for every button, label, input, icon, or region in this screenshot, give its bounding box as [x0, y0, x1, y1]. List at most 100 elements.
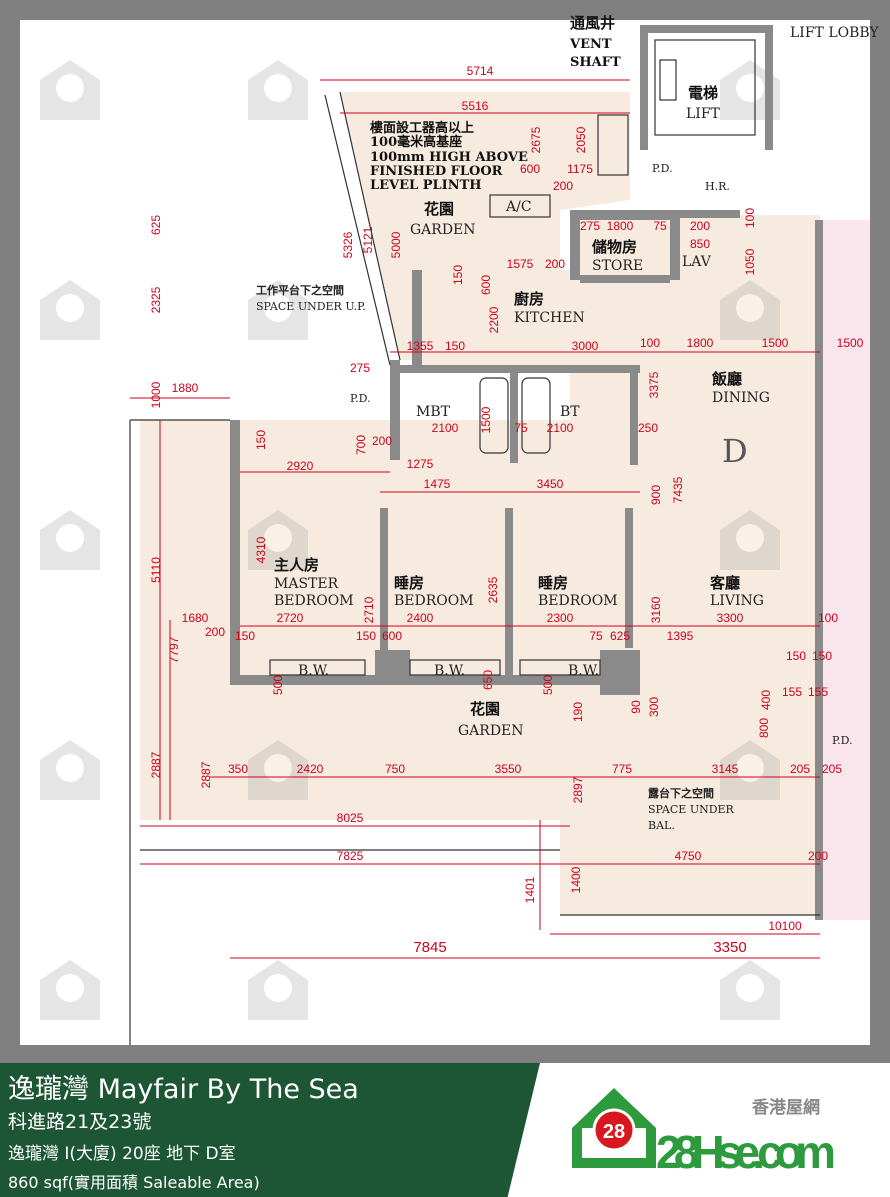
dimension-label: 400 [759, 690, 773, 710]
dimension-label: 5326 [341, 231, 355, 258]
dimension-label: 3350 [713, 939, 746, 956]
room-label: 工作平台下之空間 [256, 283, 344, 297]
dimension-label: 1400 [569, 866, 583, 893]
dimension-label: 650 [481, 670, 495, 690]
dimension-label: 200 [808, 849, 828, 863]
dimension-label: 1800 [687, 336, 714, 350]
dimension-label: 2100 [547, 421, 574, 435]
dimension-label: 350 [228, 762, 248, 776]
property-title: 逸瓏灣 Mayfair By The Sea [8, 1074, 359, 1105]
watermark-mark [40, 60, 100, 120]
room-label: BAL. [648, 819, 675, 832]
dimension-label: 1000 [149, 381, 163, 408]
dimension-label: 75 [653, 219, 667, 233]
room-label: B.W. [298, 663, 329, 679]
dimension-label: 1275 [407, 457, 434, 471]
dimension-label: 3550 [495, 762, 522, 776]
dimension-label: 1880 [172, 381, 199, 395]
room-label: 花園 [424, 200, 454, 218]
room-label: SHAFT [570, 55, 621, 70]
dimension-label: 8025 [337, 811, 364, 825]
watermark-mark [248, 60, 308, 120]
dimension-label: 625 [149, 215, 163, 235]
dimension-label: 90 [629, 700, 643, 714]
room-label: GARDEN [410, 222, 476, 238]
dimension-label: 900 [649, 485, 663, 505]
dimension-label: 155 [808, 685, 828, 699]
dimension-label: 2420 [297, 762, 324, 776]
dimension-label: 5000 [389, 231, 403, 258]
dimension-label: 205 [790, 762, 810, 776]
dimension-label: 100 [743, 208, 757, 228]
room-labels: 花園 GARDEN 儲物房 STORE LAV 廚房 KITCHEN 飯廳 DI… [256, 14, 879, 832]
dimension-label: 150 [235, 629, 255, 643]
dimension-label: 4750 [675, 849, 702, 863]
room-label: 電梯 [688, 84, 718, 102]
note-line: 樓面設工器高以上 [370, 120, 474, 136]
dimension-label: 10100 [768, 919, 802, 933]
dimension-label: 200 [372, 434, 392, 448]
dimension-label: 1175 [567, 162, 593, 176]
watermark-mark [40, 510, 100, 570]
dimension-label: 5714 [467, 64, 494, 78]
room-label: P.D. [652, 162, 673, 175]
watermark-mark [248, 510, 308, 570]
room-label: LIVING [710, 593, 764, 609]
room-label: 飯廳 [711, 370, 742, 388]
dimension-label: 1401 [523, 876, 537, 903]
dimension-label: 150 [786, 649, 806, 663]
dimension-label: 700 [354, 435, 368, 455]
dimension-label: 3160 [649, 596, 663, 623]
dimension-label: 850 [690, 237, 710, 251]
dimension-label: 3450 [537, 477, 564, 491]
dimension-label: 7797 [167, 636, 181, 663]
watermark-mark [720, 510, 780, 570]
dimension-label: 200 [690, 219, 710, 233]
room-label: 花園 [470, 700, 500, 718]
logo-badge: 28 [603, 1121, 625, 1143]
dimension-label: 800 [757, 718, 771, 738]
room-label: SPACE UNDER U.P. [256, 300, 366, 313]
dimension-label: 625 [610, 629, 630, 643]
dimension-label: 1575 [507, 257, 534, 271]
room-label: STORE [592, 258, 643, 274]
room-label: 睡房 [538, 574, 568, 592]
room-label: VENT [569, 37, 612, 52]
dimension-label: 500 [271, 675, 285, 695]
dimension-label: 5110 [149, 557, 163, 583]
room-label: MASTER [274, 576, 339, 592]
dimension-label: 600 [479, 275, 493, 295]
dimension-label: 250 [638, 421, 658, 435]
dimension-label: 200 [205, 625, 225, 639]
unit-info: 逸瓏灣 I(大廈) 20座 地下 D室 [8, 1144, 236, 1164]
dimension-label: 600 [382, 629, 402, 643]
dimension-label: 2675 [529, 126, 543, 153]
room-label: BT [560, 404, 580, 420]
dimension-label: 2920 [287, 459, 314, 473]
watermark-mark [40, 280, 100, 340]
outline-lines [129, 39, 820, 1045]
dimension-label: 150 [356, 629, 376, 643]
watermark-mark [40, 960, 100, 1020]
dimension-label: 5516 [462, 99, 489, 113]
room-label: 儲物房 [592, 238, 637, 256]
watermarks [40, 60, 780, 1020]
dimension-label: 1800 [607, 219, 634, 233]
dimension-label: 600 [520, 162, 540, 176]
dimension-label: 190 [571, 702, 585, 722]
dimension-lines [130, 79, 820, 959]
dimension-label: 1500 [762, 336, 789, 350]
dimension-label: 3145 [712, 762, 739, 776]
logo-subtitle: 香港屋網 [752, 1098, 820, 1118]
garden-bottom-floor [140, 680, 820, 820]
dimension-label: 1500 [479, 406, 493, 433]
dimension-label: 7845 [413, 939, 446, 956]
dimension-label: 2400 [407, 611, 434, 625]
dimension-label: 100 [818, 611, 838, 625]
dimension-label: 500 [541, 675, 555, 695]
dimension-label: 100 [640, 336, 660, 350]
watermark-mark [248, 740, 308, 800]
saleable-area: 860 sqf(實用面積 Saleable Area) [8, 1173, 260, 1192]
dimension-label: 1500 [837, 336, 864, 350]
room-label: BEDROOM [538, 593, 618, 609]
